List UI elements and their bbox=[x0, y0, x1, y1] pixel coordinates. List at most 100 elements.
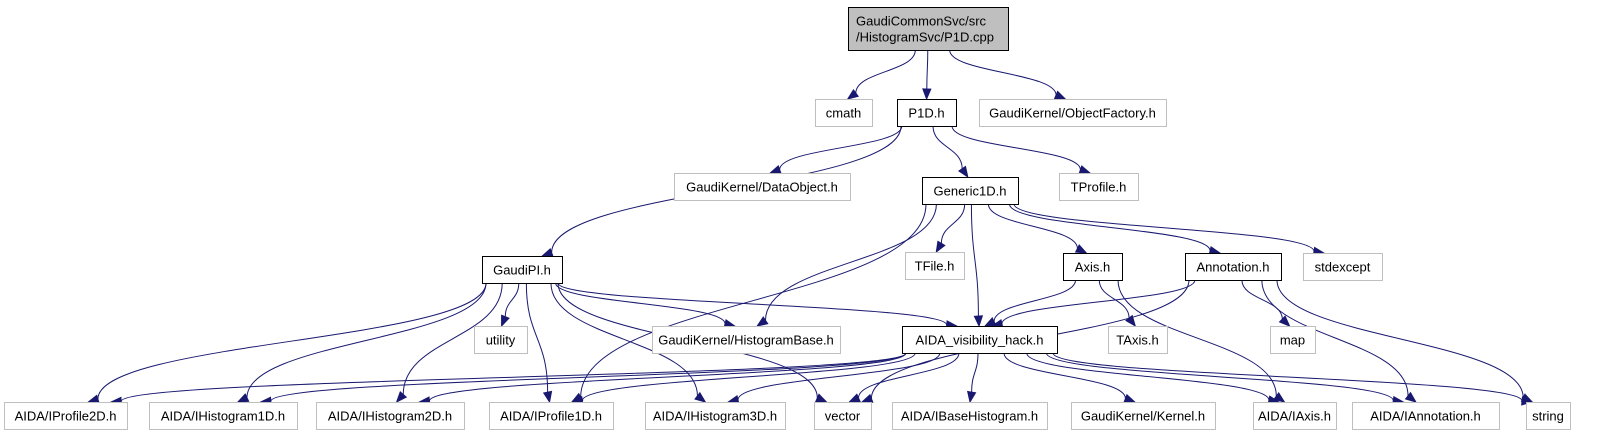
edge-line bbox=[951, 125, 1081, 170]
arrowhead-icon bbox=[1278, 315, 1291, 327]
edge-aida_vis-to-ihistogram1d bbox=[259, 352, 907, 406]
node-box bbox=[922, 177, 1019, 205]
node-label: map bbox=[1280, 333, 1305, 348]
edge-line bbox=[1117, 279, 1277, 397]
node-stdexcept: stdexcept bbox=[1303, 253, 1383, 281]
node-box bbox=[489, 402, 614, 430]
edge-line bbox=[504, 282, 520, 317]
edge-p1d_h-to-tprofile bbox=[951, 125, 1092, 175]
edge-line bbox=[1003, 352, 1126, 399]
node-label: GaudiKernel/DataObject.h bbox=[686, 180, 838, 195]
edge-line bbox=[428, 352, 907, 402]
edge-line bbox=[550, 282, 698, 396]
node-box bbox=[897, 99, 957, 127]
edge-line bbox=[987, 203, 1078, 249]
edge-line bbox=[1026, 352, 1270, 401]
edge-aida_vis-to-ibasehistogram bbox=[967, 352, 979, 404]
arrowhead-icon bbox=[236, 393, 250, 403]
node-box bbox=[482, 256, 563, 284]
edge-line bbox=[555, 282, 726, 324]
edge-line bbox=[926, 49, 929, 90]
node-ibasehistogram: AIDA/IBaseHistogram.h bbox=[892, 402, 1048, 430]
node-box bbox=[1253, 402, 1337, 430]
arrowhead-icon bbox=[957, 165, 969, 179]
node-string: string bbox=[1526, 402, 1571, 430]
edge-line bbox=[993, 279, 1077, 322]
edge-line bbox=[737, 352, 941, 400]
arrowhead-icon bbox=[694, 391, 707, 403]
edge-generic1d-to-axis bbox=[987, 203, 1088, 254]
arrowhead-icon bbox=[935, 240, 946, 254]
node-histogrambase: GaudiKernel/HistogramBase.h bbox=[652, 326, 841, 354]
arrowhead-icon bbox=[973, 315, 984, 328]
edge-annotation-to-iannotation bbox=[1261, 279, 1417, 403]
node-box bbox=[892, 402, 1048, 430]
node-axis[interactable]: Axis.h bbox=[1063, 253, 1123, 281]
edge-line bbox=[855, 49, 916, 94]
node-box bbox=[815, 99, 873, 127]
arrowhead-icon bbox=[87, 394, 100, 404]
edge-generic1d-to-aida_vis bbox=[970, 203, 984, 328]
node-aida_vis[interactable]: AIDA_visibility_hack.h bbox=[902, 326, 1058, 354]
node-vector: vector bbox=[814, 402, 872, 430]
node-box bbox=[316, 402, 465, 430]
edge-gaudipi-to-aida_vis bbox=[557, 282, 958, 330]
node-cmath: cmath bbox=[815, 99, 873, 127]
node-label: AIDA_visibility_hack.h bbox=[916, 333, 1044, 348]
edge-line bbox=[1276, 279, 1524, 398]
node-iprofile2d: AIDA/IProfile2D.h bbox=[4, 402, 128, 430]
arrowhead-icon bbox=[1053, 90, 1067, 100]
edge-line bbox=[120, 352, 907, 402]
arrowhead-icon bbox=[967, 390, 977, 404]
node-label: GaudiKernel/Kernel.h bbox=[1081, 409, 1205, 424]
node-taxis: TAxis.h bbox=[1108, 326, 1168, 354]
node-ihistogram2d: AIDA/IHistogram2D.h bbox=[316, 402, 465, 430]
node-gaudipi[interactable]: GaudiPI.h bbox=[482, 256, 563, 284]
node-label: TFile.h bbox=[915, 259, 955, 274]
node-ihistogram3d: AIDA/IHistogram3D.h bbox=[645, 402, 786, 430]
edge-p1d_h-to-generic1d bbox=[932, 125, 969, 179]
arrowhead-icon bbox=[501, 314, 510, 328]
edge-line bbox=[1013, 203, 1315, 252]
nodes-layer: GaudiCommonSvc/src/HistogramSvc/P1D.cpp c… bbox=[4, 7, 1571, 430]
node-label: /HistogramSvc/P1D.cpp bbox=[856, 30, 994, 45]
edge-annotation-to-map bbox=[1241, 279, 1291, 327]
edge-line bbox=[949, 49, 1057, 96]
edge-aida_vis-to-vector bbox=[848, 352, 960, 403]
node-label: Annotation.h bbox=[1196, 260, 1269, 275]
node-generic1d[interactable]: Generic1D.h bbox=[922, 177, 1019, 205]
edge-line bbox=[971, 352, 979, 393]
node-root[interactable]: GaudiCommonSvc/src/HistogramSvc/P1D.cpp bbox=[848, 7, 1009, 51]
node-iaxis: AIDA/IAxis.h bbox=[1253, 402, 1337, 430]
arrowhead-icon bbox=[983, 317, 997, 327]
node-iannotation: AIDA/IAnnotation.h bbox=[1352, 402, 1500, 430]
node-box bbox=[1108, 326, 1168, 354]
edge-gaudipi-to-ihistogram3d bbox=[550, 282, 707, 403]
node-label: string bbox=[1532, 409, 1564, 424]
node-objectfactory: GaudiKernel/ObjectFactory.h bbox=[979, 99, 1167, 127]
edge-aida_vis-to-iprofile2d bbox=[109, 352, 907, 407]
arrowhead-icon bbox=[846, 89, 860, 100]
arrowhead-icon bbox=[768, 165, 782, 174]
node-box bbox=[1303, 253, 1383, 281]
node-label: vector bbox=[825, 409, 861, 424]
node-label: AIDA/IHistogram2D.h bbox=[328, 409, 452, 424]
edge-annotation-to-aida_vis bbox=[990, 279, 1196, 329]
node-label: GaudiKernel/HistogramBase.h bbox=[658, 333, 834, 348]
node-dataobject: GaudiKernel/DataObject.h bbox=[674, 173, 851, 201]
edge-line bbox=[580, 203, 927, 398]
edge-aida_vis-to-iannotation bbox=[1045, 352, 1405, 406]
node-box bbox=[814, 402, 872, 430]
arrowhead-icon bbox=[1273, 391, 1286, 403]
node-label: AIDA/IAxis.h bbox=[1258, 409, 1331, 424]
node-ihistogram1d: AIDA/IHistogram1D.h bbox=[149, 402, 298, 430]
edge-aida_vis-to-ihistogram3d bbox=[726, 352, 941, 405]
edge-line bbox=[581, 352, 916, 401]
edge-line bbox=[1241, 279, 1283, 320]
node-tfile: TFile.h bbox=[905, 252, 965, 280]
node-annotation[interactable]: Annotation.h bbox=[1185, 253, 1282, 281]
edge-axis-to-aida_vis bbox=[983, 279, 1077, 327]
edge-line bbox=[1261, 279, 1409, 396]
node-label: stdexcept bbox=[1315, 260, 1371, 275]
node-p1d_h[interactable]: P1D.h bbox=[897, 99, 957, 127]
